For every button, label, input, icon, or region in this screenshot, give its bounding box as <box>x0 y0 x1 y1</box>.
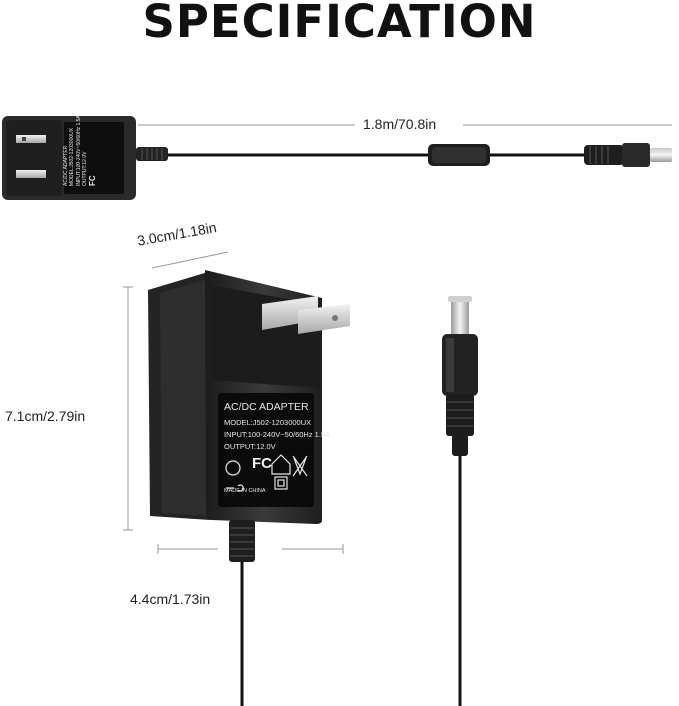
height-label: 7.1cm/2.79in <box>5 408 86 424</box>
depth-label: 4.4cm/1.73in <box>130 591 211 607</box>
small-fc-mark-icon: FC <box>88 175 97 186</box>
page-title: SPECIFICATION <box>142 0 537 48</box>
dim-line-width <box>151 251 229 269</box>
fc-mark-icon: FC <box>252 455 272 472</box>
label-output: OUTPUT:12.0V <box>224 441 276 451</box>
double-square-icon <box>274 476 288 490</box>
small-label-input: INPUT:100-240V~50/60Hz 1.5A <box>75 115 82 186</box>
dc-plug-vertical <box>442 296 478 706</box>
adapter-main-view <box>148 270 350 706</box>
label-made-in: MADE IN CHINA <box>224 488 266 494</box>
ul-mark-icon <box>225 460 241 476</box>
cable-length-label: 1.8m/70.8in <box>363 116 437 132</box>
big-label-panel <box>218 393 314 507</box>
prong-icon <box>16 135 46 143</box>
small-adapter-label-text: AC/DC ADAPTER MODEL:J502-1203000UX INPUT… <box>63 115 98 186</box>
small-label-panel <box>64 122 124 194</box>
label-input: INPUT:100-240V~50/60Hz 1.5A <box>224 429 331 439</box>
adapter-top-view <box>2 116 168 200</box>
dc-plug-horizontal <box>584 143 672 167</box>
polarity-icon <box>226 484 244 492</box>
crossed-bin-icon <box>292 455 308 477</box>
small-label-model: MODEL:J502-1203000UX <box>69 127 76 186</box>
house-icon <box>271 454 291 475</box>
label-model: MODEL:J502-1203000UX <box>224 418 312 428</box>
label-heading: AC/DC ADAPTER <box>224 401 309 413</box>
adapter-label-text: AC/DC ADAPTER MODEL:J502-1203000UX INPUT… <box>224 401 331 493</box>
